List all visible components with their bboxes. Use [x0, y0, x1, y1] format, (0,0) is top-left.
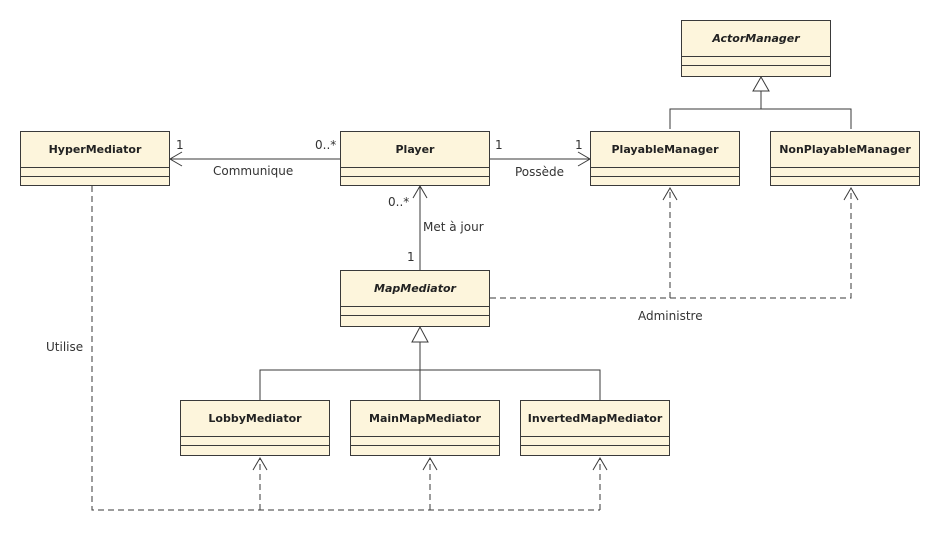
class-map-mediator[interactable]: MapMediator [340, 270, 490, 327]
administre-label: Administre [638, 309, 703, 323]
operations-compartment [591, 177, 739, 186]
met-a-jour-mult-player: 0..* [388, 195, 410, 209]
class-lobby-mediator-name: LobbyMediator [181, 401, 329, 437]
class-main-map-mediator[interactable]: MainMapMediator [350, 400, 500, 456]
class-lobby-mediator[interactable]: LobbyMediator [180, 400, 330, 456]
class-playable-manager-name: PlayableManager [591, 132, 739, 168]
actor-generalization-triangle [752, 75, 770, 92]
administre-line [490, 188, 852, 299]
attributes-compartment [351, 437, 499, 446]
attributes-compartment [682, 57, 830, 66]
utilise-arrowhead-mainmap [422, 457, 438, 471]
operations-compartment [521, 446, 669, 455]
class-playable-manager[interactable]: PlayableManager [590, 131, 740, 186]
communique-mult-player: 0..* [315, 138, 337, 152]
class-map-mediator-name: MapMediator [341, 271, 489, 307]
communique-label: Communique [213, 164, 294, 178]
operations-compartment [341, 316, 489, 325]
map-generalization-lines [259, 369, 601, 400]
class-player[interactable]: Player [340, 131, 490, 186]
attributes-compartment [181, 437, 329, 446]
map-generalization-triangle [411, 325, 429, 343]
operations-compartment [341, 177, 489, 186]
administre-arrowhead-nonplayable [843, 187, 859, 201]
class-hyper-mediator[interactable]: HyperMediator [20, 131, 170, 186]
operations-compartment [771, 177, 919, 186]
class-non-playable-manager-name: NonPlayableManager [771, 132, 919, 168]
attributes-compartment [341, 168, 489, 177]
attributes-compartment [521, 437, 669, 446]
attributes-compartment [21, 168, 169, 177]
administre-arrowhead-playable [662, 187, 678, 201]
attributes-compartment [341, 307, 489, 316]
class-non-playable-manager[interactable]: NonPlayableManager [770, 131, 920, 186]
utilise-label: Utilise [46, 340, 84, 354]
class-main-map-mediator-name: MainMapMediator [351, 401, 499, 437]
communique-arrowhead [169, 151, 183, 167]
class-actor-manager-name: ActorManager [682, 21, 830, 57]
possede-mult-player: 1 [495, 138, 503, 152]
class-inverted-map-mediator-name: InvertedMapMediator [521, 401, 669, 437]
class-player-name: Player [341, 132, 489, 168]
operations-compartment [351, 446, 499, 455]
class-hyper-mediator-name: HyperMediator [21, 132, 169, 168]
class-actor-manager[interactable]: ActorManager [681, 20, 831, 77]
utilise-line [91, 186, 600, 511]
communique-mult-hyper: 1 [176, 138, 184, 152]
operations-compartment [181, 446, 329, 455]
possede-mult-playable: 1 [575, 138, 583, 152]
met-a-jour-mult-map: 1 [407, 250, 415, 264]
met-a-jour-label: Met à jour [423, 220, 484, 234]
actor-generalization-lines [669, 108, 852, 129]
met-a-jour-arrowhead [412, 185, 428, 199]
operations-compartment [21, 177, 169, 186]
operations-compartment [682, 66, 830, 75]
utilise-arrowhead-inverted [592, 457, 608, 471]
possede-label: Possède [515, 165, 565, 179]
class-inverted-map-mediator[interactable]: InvertedMapMediator [520, 400, 670, 456]
attributes-compartment [771, 168, 919, 177]
attributes-compartment [591, 168, 739, 177]
utilise-arrowhead-lobby [252, 457, 268, 471]
